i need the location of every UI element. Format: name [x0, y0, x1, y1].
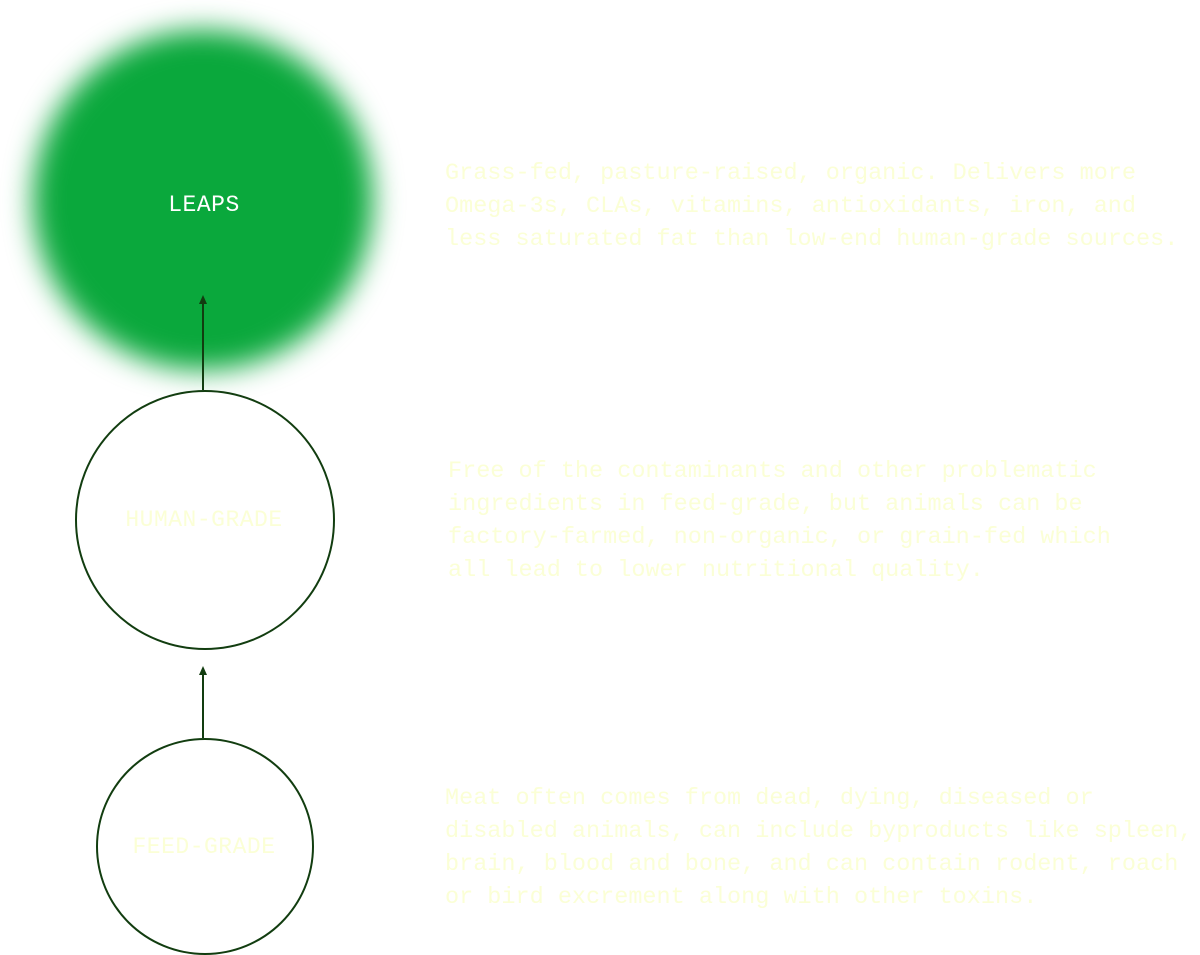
feed-grade-circle: [96, 738, 314, 955]
arrowhead-icon: [199, 295, 207, 304]
human-grade-label: HUMAN-GRADE: [125, 507, 283, 533]
leaps-label: LEAPS: [168, 192, 240, 218]
human-grade-description: Free of the contaminants and other probl…: [448, 458, 1111, 584]
human-grade-circle: [75, 390, 335, 650]
leaps-description: Grass-fed, pasture-raised, organic. Deli…: [445, 160, 1179, 253]
feed-grade-label: FEED-GRADE: [132, 834, 276, 860]
feed-grade-description: Meat often comes from dead, dying, disea…: [445, 785, 1193, 911]
arrowhead-icon: [199, 666, 207, 675]
